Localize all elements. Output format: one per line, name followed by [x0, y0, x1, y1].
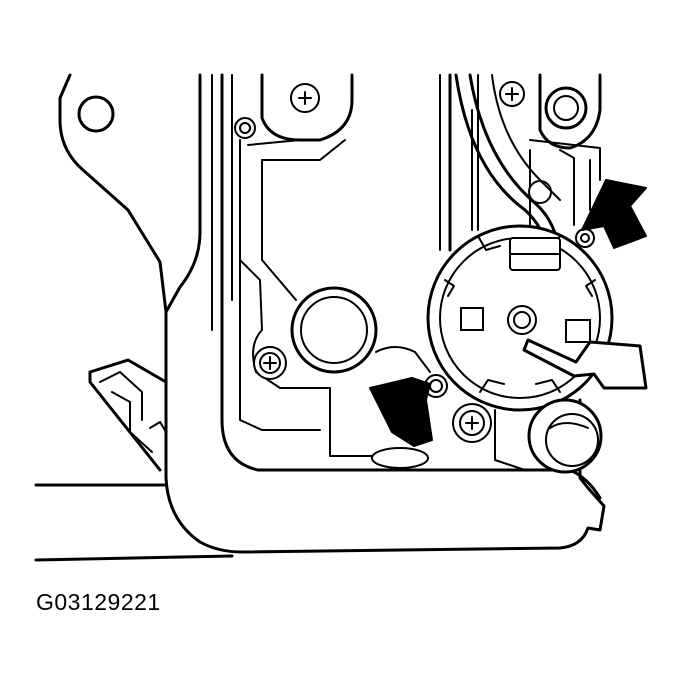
removal-arrow: [522, 338, 648, 390]
figure-id: G03129221: [36, 589, 161, 615]
upper-right-boss: [499, 73, 602, 239]
bolt-hole-left: [77, 95, 115, 133]
right-housing-lines: [439, 73, 479, 252]
connector-screws: [424, 228, 595, 443]
pointer-arrow-upper: [581, 179, 647, 249]
lower-right-boss: [494, 398, 603, 474]
electrical-connector: [426, 224, 614, 412]
drain-plug: [290, 286, 378, 374]
left-housing: [58, 73, 202, 472]
screw-center: [253, 346, 287, 380]
pocket: [371, 346, 431, 469]
rail-lines: [34, 483, 234, 562]
pointer-arrow-lower: [369, 377, 433, 447]
upper-left-boss: [234, 73, 354, 301]
